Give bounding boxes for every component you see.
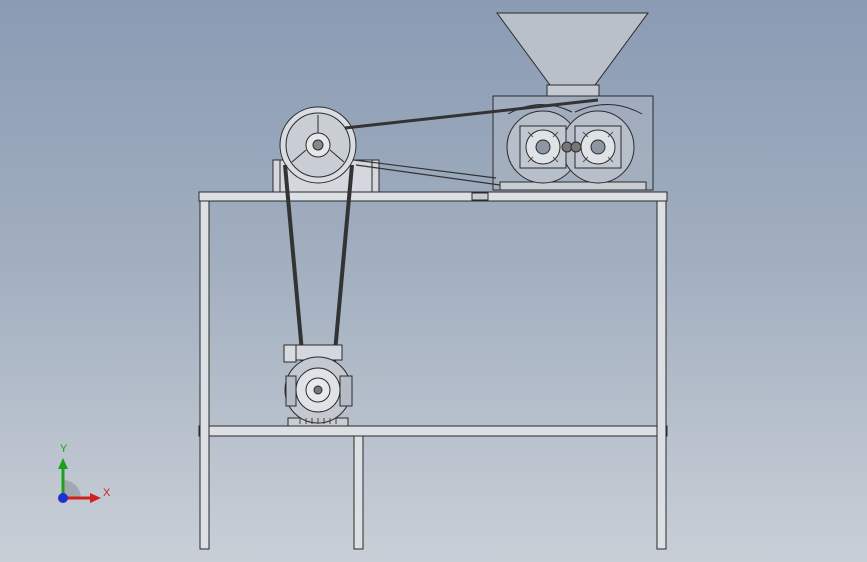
axis-x-label: X <box>103 487 111 499</box>
coordinate-triad-icon <box>58 458 101 503</box>
axis-y-label: Y <box>60 443 68 455</box>
frame <box>198 191 668 550</box>
upper-belt <box>344 98 599 186</box>
crusher-housing <box>492 95 654 191</box>
hopper <box>496 12 649 97</box>
drive-pulley <box>272 106 380 193</box>
electric-motor <box>283 344 353 427</box>
